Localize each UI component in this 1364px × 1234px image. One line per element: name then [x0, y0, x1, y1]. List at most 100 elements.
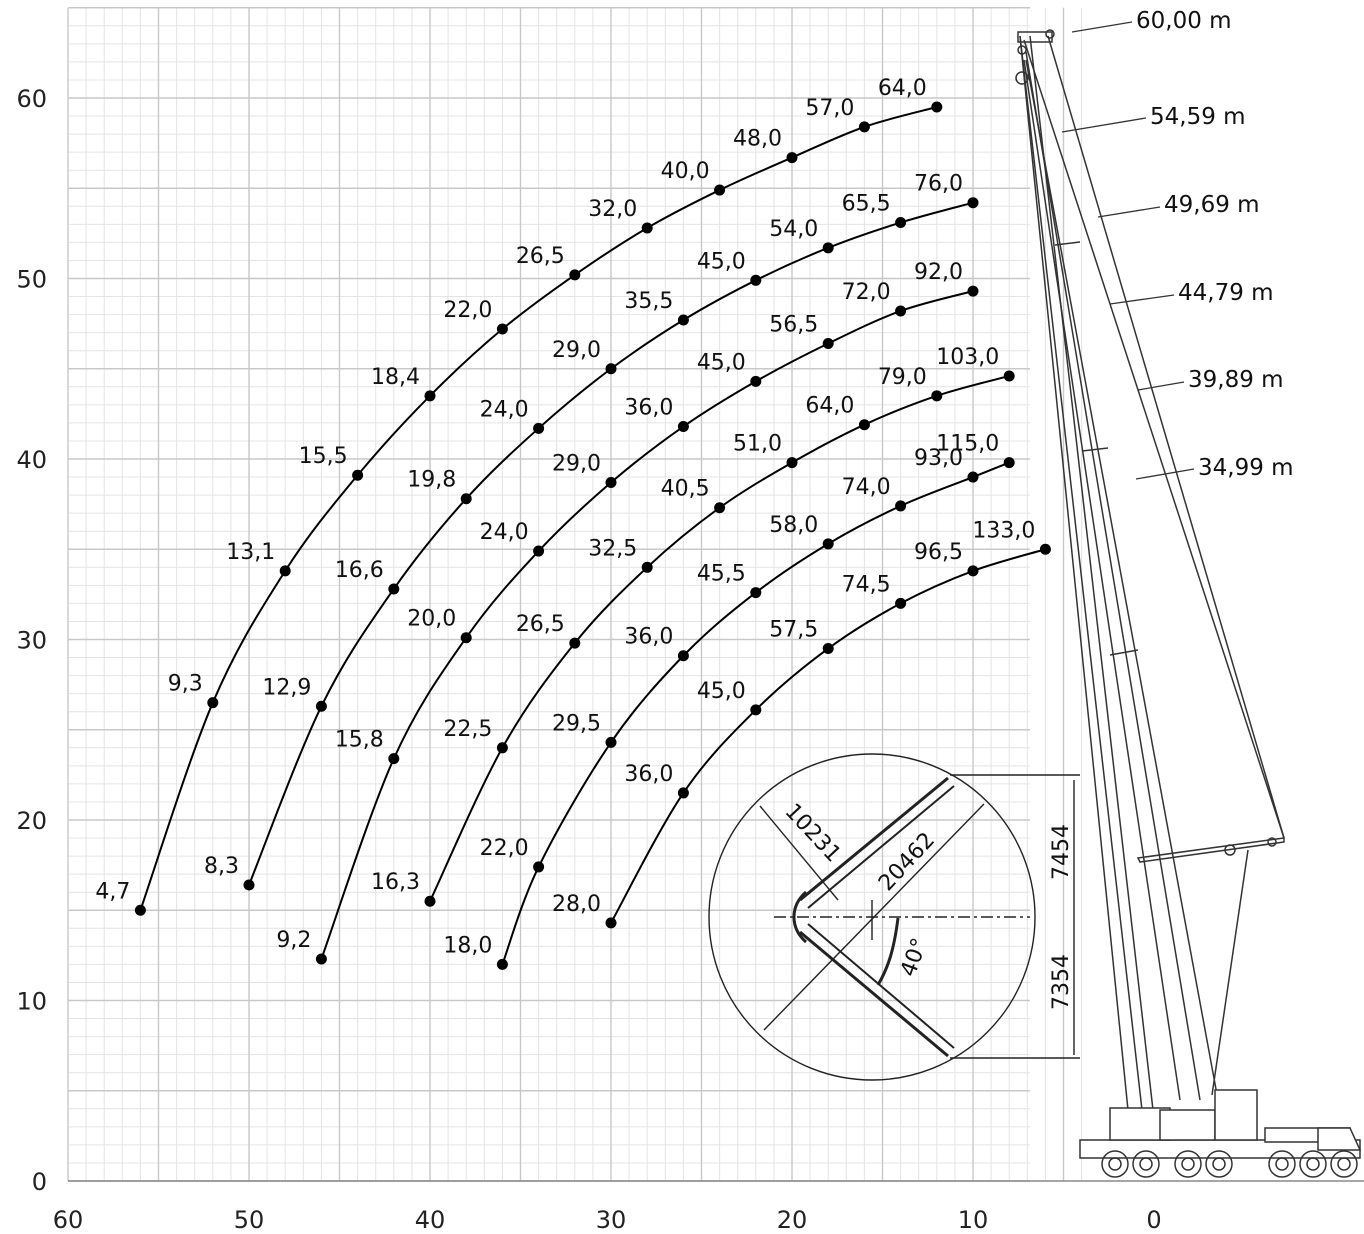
load-point	[858, 121, 870, 133]
load-point	[1003, 457, 1015, 469]
x-tick-label: 40	[415, 1206, 446, 1234]
boom-length-label: 54,59 m	[1150, 104, 1246, 130]
load-value-label: 72,0	[842, 280, 891, 305]
load-point	[750, 587, 762, 599]
load-point	[605, 917, 617, 929]
boom-length-leader	[1071, 21, 1133, 33]
load-point	[677, 787, 689, 799]
radius-labels: 60,00 m54,59 m49,69 m44,79 m39,89 m34,99…	[1136, 8, 1294, 481]
dim-10231: 10231	[780, 799, 846, 867]
load-value-label: 28,0	[552, 892, 601, 917]
load-points	[134, 101, 1051, 970]
load-value-label: 15,8	[335, 728, 384, 753]
load-curve-series-4	[501, 461, 1010, 965]
load-value-label: 64,0	[878, 76, 927, 101]
load-point	[895, 305, 907, 317]
load-value-label: 79,0	[878, 365, 927, 390]
x-tick-label: 60	[53, 1206, 84, 1234]
load-value-label: 74,0	[842, 475, 891, 500]
load-value-label: 22,0	[480, 836, 529, 861]
load-point	[822, 242, 834, 254]
load-value-label: 133,0	[972, 518, 1035, 543]
load-value-label: 26,5	[516, 612, 565, 637]
grid-major	[67, 7, 1364, 1182]
load-value-label: 19,8	[407, 468, 456, 493]
load-point	[243, 879, 255, 891]
boom-length-label: 49,69 m	[1164, 192, 1260, 218]
load-value-label: 16,3	[371, 870, 420, 895]
load-point	[895, 217, 907, 229]
load-value-label: 93,0	[914, 446, 963, 471]
x-tick-label: 50	[234, 1206, 265, 1234]
load-point	[750, 375, 762, 387]
load-point	[677, 421, 689, 433]
y-tick-label: 10	[16, 988, 47, 1016]
x-tick-label: 10	[958, 1206, 989, 1234]
load-point	[134, 904, 146, 916]
load-value-label: 4,7	[95, 879, 130, 904]
load-point	[496, 323, 508, 335]
boom-length-leader	[1135, 468, 1195, 480]
load-point	[279, 565, 291, 577]
load-point	[750, 274, 762, 286]
load-point	[496, 958, 508, 970]
load-point	[895, 597, 907, 609]
load-value-label: 45,0	[697, 249, 746, 274]
load-value-label: 20,0	[407, 607, 456, 632]
load-point	[714, 502, 726, 514]
load-value-label: 58,0	[769, 513, 818, 538]
load-point	[605, 736, 617, 748]
x-tick-label: 0	[1146, 1206, 1161, 1234]
load-point	[967, 285, 979, 297]
load-point	[533, 545, 545, 557]
y-tick-label: 30	[16, 627, 47, 655]
load-point	[569, 269, 581, 281]
load-value-label: 45,5	[697, 562, 746, 587]
load-value-label: 56,5	[769, 312, 818, 337]
boom-length-leader	[1097, 206, 1161, 218]
boom-length-leader	[1137, 381, 1185, 391]
load-value-label: 18,4	[371, 365, 420, 390]
y-tick-label: 60	[16, 85, 47, 113]
load-value-label: 57,0	[805, 96, 854, 121]
load-value-label: 35,5	[624, 289, 673, 314]
load-point	[460, 632, 472, 644]
load-value-label: 115,0	[936, 432, 999, 457]
load-value-label: 76,0	[914, 172, 963, 197]
load-point	[605, 476, 617, 488]
load-point	[315, 700, 327, 712]
load-value-label: 8,3	[204, 854, 239, 879]
load-value-label: 45,0	[697, 679, 746, 704]
load-value-label: 96,5	[914, 540, 963, 565]
load-point	[352, 469, 364, 481]
load-point	[822, 538, 834, 550]
load-value-label: 22,5	[443, 717, 492, 742]
load-value-label: 54,0	[769, 217, 818, 242]
load-point	[1039, 543, 1051, 555]
load-point	[858, 419, 870, 431]
load-point	[967, 197, 979, 209]
boom-length-leader	[1061, 117, 1147, 133]
load-point	[677, 314, 689, 326]
load-value-label: 65,5	[842, 192, 891, 217]
load-value-label: 103,0	[936, 345, 999, 370]
load-value-label: 48,0	[733, 127, 782, 152]
crane-illustration	[1015, 29, 1362, 1178]
boom-length-leaders	[1061, 21, 1195, 480]
load-value-label: 9,2	[276, 928, 311, 953]
load-value-label: 64,0	[805, 394, 854, 419]
load-value-label: 15,5	[299, 444, 348, 469]
load-point	[569, 637, 581, 649]
load-value-label: 40,5	[661, 477, 710, 502]
load-point	[786, 152, 798, 164]
load-value-label: 40,0	[661, 159, 710, 184]
boom-length-label: 60,00 m	[1136, 8, 1232, 34]
load-point	[967, 565, 979, 577]
load-value-label: 29,0	[552, 338, 601, 363]
load-value-label: 9,3	[168, 672, 203, 697]
load-value-label: 45,0	[697, 350, 746, 375]
load-point	[822, 337, 834, 349]
